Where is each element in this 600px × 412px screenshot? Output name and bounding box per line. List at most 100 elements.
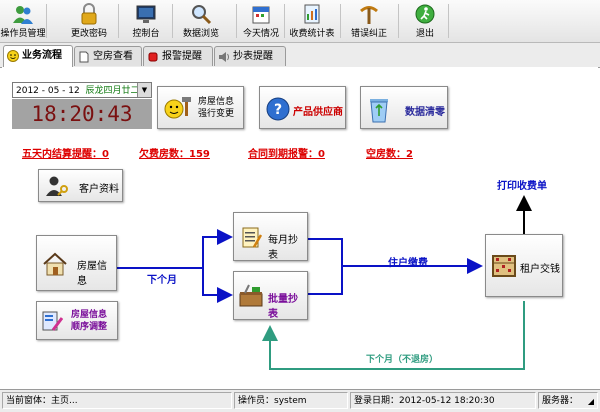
pickaxe-icon — [360, 6, 378, 24]
status-current-window: 当前窗体：主页... — [2, 392, 232, 409]
tab-meter-reminders[interactable]: 抄表提醒 — [214, 46, 286, 66]
toolbar-console-button[interactable]: 控制台 — [124, 0, 168, 42]
toolbar-divider — [340, 4, 341, 38]
toolbar-label: 错误纠正 — [350, 29, 387, 39]
date-picker[interactable]: 2012 - 05 - 12 辰龙四月廿二 ▼ — [12, 82, 152, 98]
batch-meter-reading-button[interactable]: 批量抄表 — [233, 271, 308, 320]
toolbar-label: 退出 — [415, 29, 434, 39]
tab-bar: 业务流程 空房查看 报警提醒 抄表提醒 — [0, 43, 600, 68]
customer-key-icon — [46, 176, 68, 196]
monitor-icon — [136, 5, 156, 23]
date-value: 2012 - 05 - 12 — [16, 86, 80, 96]
speaker-icon — [219, 52, 229, 62]
button-label: 客户资料 — [79, 184, 119, 195]
toolbar-today-status-button[interactable]: 今天情况 — [240, 0, 282, 42]
button-label: 产品供应商 — [293, 107, 343, 118]
toolbar-divider — [284, 4, 285, 38]
smiley-hammer-icon — [164, 97, 191, 119]
calendar-icon — [252, 6, 270, 24]
status-server: 服务器： ◢ — [538, 392, 598, 409]
monthly-meter-reading-button[interactable]: 每月抄表 — [233, 212, 308, 261]
toolbar-operator-admin-button[interactable]: 操作员管理 — [0, 0, 46, 42]
tab-alarm-reminders[interactable]: 报警提醒 — [143, 46, 213, 66]
toolbar-error-correction-button[interactable]: 错误纠正 — [346, 0, 392, 42]
tab-vacant-rooms[interactable]: 空房查看 — [74, 46, 142, 66]
button-label: 房屋信息 强行变更 — [198, 97, 235, 119]
status-server-label: 服务器： — [542, 396, 579, 406]
print-receipt-link[interactable]: 打印收费单 — [497, 181, 547, 192]
main-toolbar: 操作员管理 更改密码 控制台 数据浏览 今天情况 — [0, 0, 600, 43]
users-icon — [13, 6, 33, 24]
notepad-icon — [242, 227, 262, 248]
toolbar-divider — [236, 4, 237, 38]
button-label: 房屋信息 — [77, 261, 107, 287]
document-icon — [79, 51, 89, 63]
toolbar-exit-button[interactable]: 退出 — [410, 0, 440, 42]
arrow-to-monthly-meter — [117, 229, 233, 269]
house-icon — [43, 252, 67, 276]
edit-document-icon — [42, 311, 63, 331]
toolbar-label: 收费统计表 — [289, 29, 335, 39]
flow-label-next-month: 下个月 — [147, 275, 177, 286]
svg-text:?: ? — [274, 102, 282, 118]
magnifier-icon — [192, 5, 212, 25]
toolbar-label: 控制台 — [132, 29, 160, 39]
button-label: 租户交钱 — [520, 264, 560, 275]
button-label: 每月抄表 — [268, 235, 298, 261]
flow-arrows — [117, 195, 532, 370]
smiley-icon — [7, 50, 19, 62]
house-info-force-change-button[interactable]: 房屋信息 强行变更 — [157, 86, 244, 129]
status-bar: 当前窗体：主页... 操作员：system 登录日期：2012-05-12 18… — [0, 389, 600, 412]
toolbar-data-browse-button[interactable]: 数据浏览 — [178, 0, 224, 42]
dropdown-arrow-icon[interactable]: ▼ — [137, 83, 151, 97]
product-supplier-button[interactable]: ? 产品供应商 — [259, 86, 346, 129]
house-info-button[interactable]: 房屋信息 — [36, 235, 117, 291]
toolbar-divider — [448, 4, 449, 38]
arrow-to-batch-meter — [202, 268, 233, 303]
toolbar-divider — [172, 4, 173, 38]
status-operator: 操作员：system — [234, 392, 348, 409]
toolbar-divider — [398, 4, 399, 38]
collapse-arrows-icon: ◢ — [587, 397, 594, 406]
tenant-payment-button[interactable]: 租户交钱 — [485, 234, 563, 297]
clock-display: 18:20:43 — [12, 99, 152, 129]
alarm-icon — [148, 52, 158, 62]
tab-label: 空房查看 — [93, 51, 133, 62]
toolbar-label: 操作员管理 — [0, 29, 46, 39]
house-order-adjust-button[interactable]: 房屋信息 顺序调整 — [36, 301, 118, 340]
arrow-next-month-loop — [262, 301, 525, 370]
recycle-bin-icon — [370, 99, 388, 123]
toolbar-divider — [46, 4, 47, 38]
meter-merge-line — [307, 238, 343, 295]
exit-icon — [415, 4, 435, 24]
alert-arrears-count[interactable]: 欠费房数：159 — [139, 149, 210, 160]
tab-business-flow[interactable]: 业务流程 — [3, 45, 73, 67]
tab-label: 业务流程 — [22, 50, 62, 61]
alert-due-in-5-days[interactable]: 五天内结算提醒：0 — [22, 149, 109, 160]
button-label: 房屋信息 顺序调整 — [71, 310, 108, 332]
abacus-icon — [492, 255, 516, 277]
flow-label-next-month-no-checkout: 下个月（不退房） — [366, 355, 439, 365]
help-icon: ? — [266, 97, 290, 121]
tab-label: 抄表提醒 — [233, 51, 273, 62]
toolbox-icon — [239, 284, 263, 307]
tab-label: 报警提醒 — [162, 51, 202, 62]
toolbar-fee-statistics-button[interactable]: 收费统计表 — [286, 0, 338, 42]
status-login-date: 登录日期：2012-05-12 18:20:30 — [350, 392, 536, 409]
button-label: 数据清零 — [405, 107, 445, 118]
alert-contract-expiry[interactable]: 合同到期报警：0 — [248, 149, 325, 160]
alert-vacant-count[interactable]: 空房数：2 — [366, 149, 413, 160]
lunar-date: 辰龙四月廿二 — [85, 86, 140, 96]
flow-label-resident-payment: 住户缴费 — [388, 258, 428, 269]
customer-data-button[interactable]: 客户资料 — [38, 169, 123, 202]
toolbar-change-password-button[interactable]: 更改密码 — [66, 0, 112, 42]
button-label: 批量抄表 — [268, 294, 298, 320]
toolbar-divider — [118, 4, 119, 38]
business-flow-panel: 2012 - 05 - 12 辰龙四月廿二 ▼ 18:20:43 房屋信息 强行… — [2, 67, 598, 389]
clear-data-button[interactable]: 数据清零 — [360, 86, 448, 129]
toolbar-label: 更改密码 — [70, 29, 107, 39]
lock-icon — [81, 3, 97, 25]
toolbar-label: 数据浏览 — [182, 29, 219, 39]
report-icon — [304, 4, 320, 24]
toolbar-label: 今天情况 — [242, 29, 279, 39]
